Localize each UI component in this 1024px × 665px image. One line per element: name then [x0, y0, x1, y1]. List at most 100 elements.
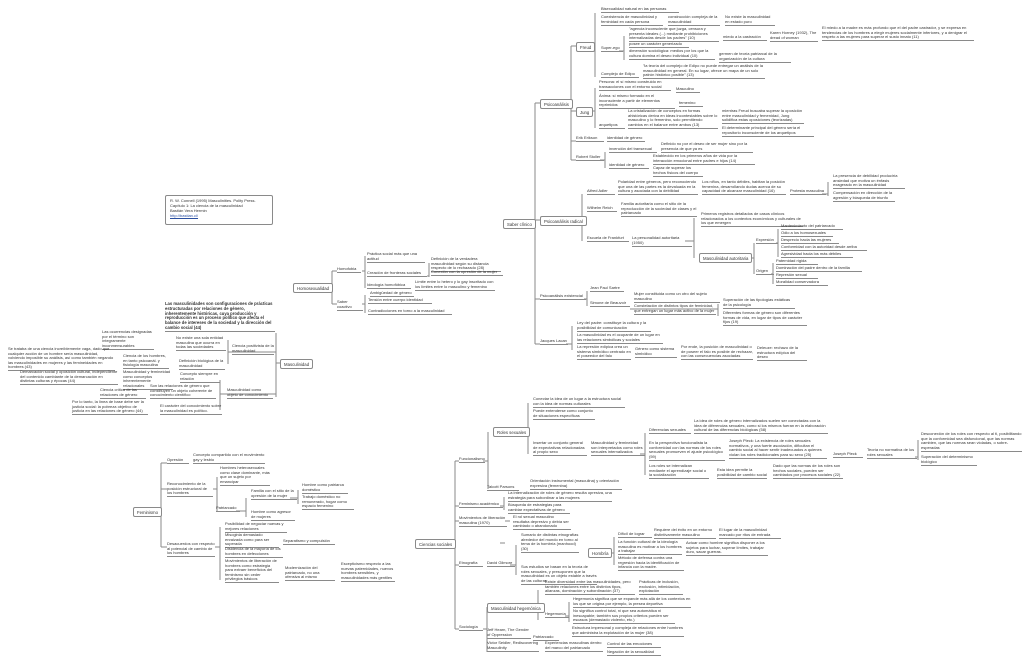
node-feminismo-academico: Feminismo académico — [459, 501, 503, 509]
node-definicion-biologica: Definición biológica de la masculinidad — [179, 358, 225, 370]
node-saber-coactivo: Saber coactivo — [337, 299, 363, 311]
node-expresion-item: Desprecio hacia las mujeres — [781, 237, 839, 245]
node-conectar: Conectar la idea de un lugar a la estruc… — [533, 396, 625, 408]
node-expresion-item: Odio a los homosexuales — [781, 230, 833, 238]
topic-masculinidad-hegemonica[interactable]: Masculinidad hegemónica — [487, 603, 545, 613]
node-control-emociones: Control de las emociones — [607, 641, 661, 649]
node-ninos: Los niños, en tanto débiles, habitan la … — [702, 179, 786, 196]
node-diferencias-sexuales: Diferencias sexuales — [649, 427, 691, 435]
node-experiencias: Experiencias masculinas dentro del marco… — [545, 640, 603, 652]
node-relacionales: Masculinidad y femineidad como conceptos… — [123, 369, 173, 390]
topic-psicoanalisis-radical[interactable]: Psicoanálisis radical — [540, 216, 587, 226]
node-victor-seidler: Victor Seidler, Rediscovering Masculinit… — [487, 640, 539, 652]
node-femenino: femenino — [679, 100, 703, 108]
node-defensa: Método de defensa contra una regresión h… — [618, 555, 684, 572]
node-familia-opresion: Familia con el sitio de la opresión de l… — [251, 488, 297, 500]
node-hombres-hetero: Hombres heterosexuales como clase domina… — [220, 465, 270, 486]
topic-masculinidad-autoritaria[interactable]: Masculinidad autoritaria — [699, 253, 753, 263]
node-miedo-madre: El miedo a la madre es más profundo que … — [822, 25, 974, 42]
node-orientacion: Orientación instrumental (masculina) y o… — [530, 478, 622, 490]
node-funcionalismo: Funcionalismo — [459, 456, 485, 464]
node-limite: Límite entre lo hetero y lo gay inscrita… — [415, 279, 495, 291]
topic-jung[interactable]: Jung — [576, 107, 594, 117]
topic-masculinidad[interactable]: Masculinidad — [280, 359, 314, 369]
node-mujer-otro: Mujer constituida como un otro del sujet… — [634, 291, 720, 303]
node-masculino: Masculino — [676, 86, 700, 94]
topic-freud[interactable]: Freud — [576, 42, 596, 52]
node-diferentes-formas: Diferentes formas de género son diferent… — [723, 310, 807, 327]
node-negacion-sexualidad: Negación de la sexualidad — [607, 649, 661, 657]
topic-roles-sexuales[interactable]: Roles sexuales — [493, 427, 531, 437]
node-funcion-cultural: La función cultural de la ideología masc… — [618, 539, 682, 556]
node-por-ende: Por ende, la posición de masculinidad o … — [681, 344, 753, 361]
node-conexion: Conexión con la opresión de la mujer — [431, 269, 503, 277]
node-idea-roles: La idea de roles de género internalizado… — [694, 418, 828, 435]
node-germen: germen de teoría patriarcal de la organi… — [719, 51, 791, 63]
node-demarcacion: Demarcación social y oposición cultural,… — [20, 369, 118, 386]
node-cambio-social: Esta idea permite la posibilidad de camb… — [717, 467, 767, 479]
node-modernizacion: Modernización del patriarcado, no una of… — [285, 565, 335, 582]
topic-homosexualidad[interactable]: Homosexualidad — [293, 283, 334, 293]
node-establecido: Establecido en los primeros años de vida… — [653, 153, 755, 165]
node-persona: Persona: el sí mismo construido en trans… — [599, 79, 671, 91]
node-expresion-item: Conformidad con la autoridad desde arrib… — [781, 244, 867, 252]
node-agencia: "agencia inconsciente que juzga, censura… — [629, 26, 719, 43]
author-name: Bastián Vera Hermin — [170, 208, 207, 213]
node-dimension: dimensión sociológica: medios por los qu… — [629, 48, 715, 60]
node-caracter-politico: El carácter del conocimiento sobre la ma… — [160, 403, 222, 415]
node-justicia: Por lo tanto, la línea de base debe ser … — [72, 399, 148, 416]
node-ciencia-hombres: Ciencia de los hombres, en tanto psicoan… — [123, 353, 169, 370]
masculinity-definition: Las masculinidades son configuraciones d… — [165, 301, 275, 332]
source-citation: R. W. Connell (1995) Masculinities. Poli… — [170, 198, 256, 203]
node-homofobia: Homofobia — [337, 266, 361, 274]
node-contradicciones: Contradicciones en torno a la masculinid… — [368, 308, 452, 316]
node-complejo-edipo: Complejo de Edipo — [601, 71, 639, 79]
node-desconexion: Desconexión de los roles con respecto al… — [921, 431, 1022, 452]
node-patriarcado: Patriarcado — [216, 505, 240, 513]
node-ritos: El lugar de la masculinidad marcado por … — [719, 527, 781, 539]
node-objeto-conocimiento: Masculinidad como objeto de conocimiento — [227, 387, 273, 399]
node-miedo-castracion: miedo a la castración — [723, 34, 767, 42]
topic-saber-clinico[interactable]: Saber clínico — [503, 219, 536, 229]
topic-psicoanalisis[interactable]: Psicoanálisis — [540, 99, 573, 109]
node-generizado: posee un carácter generizado — [629, 41, 689, 49]
node-patriarca-domestico: Hombre como patriarca doméstico — [302, 482, 348, 494]
node-funcionalista: En la perspectiva funcionalista la confo… — [649, 440, 725, 461]
node-insertar: Insertar un conjunto general de expectat… — [533, 440, 587, 457]
node-capaz: Capaz de superar los hechos físicos del … — [653, 165, 703, 177]
node-tension: Tensión entre cuerpo identidad — [368, 297, 432, 305]
node-negociar: Posibilidad de negociar nuevas y mejores… — [225, 521, 287, 533]
node-no-puro: No existe la masculinidad en estado puro — [725, 14, 775, 26]
node-presencia: La presencia de debilidad produciría ans… — [833, 173, 905, 190]
node-requiere: Requiere del éxito en un entorno distint… — [654, 527, 716, 539]
source-info-box: R. W. Connell (1995) Masculinities. Poli… — [165, 195, 273, 225]
node-internalizacion: La internalización de roles de género re… — [508, 490, 612, 502]
node-coexistencia: Coexistencia de masculinidad y feminidad… — [601, 14, 663, 26]
node-superacion-tipologias: Superación de las tipologías estáticas d… — [723, 297, 795, 309]
chapter-title: Capítulo 1: La ciencia de la masculinida… — [170, 203, 243, 208]
node-super-ego: Super-ego — [601, 45, 623, 53]
node-personalidad-autoritaria: La personalidad autoritaria (1950) — [632, 235, 692, 247]
node-patriarcado-hearn: Patriarcado — [533, 634, 559, 642]
topic-feminismo[interactable]: Feminismo — [133, 507, 163, 517]
node-joseph-pleck: Joseph Pleck — [833, 451, 863, 459]
author-link[interactable]: http://bastian.cl/ — [170, 213, 199, 218]
node-mientras-freud: mientras Freud buscaba superar la oposic… — [722, 108, 804, 125]
topic-ciencias-sociales[interactable]: Ciencias sociales — [415, 539, 457, 549]
node-transexual: invención del transexual — [609, 146, 657, 154]
node-concepto-relacion: Concepto siempre en relación — [180, 371, 220, 383]
node-identidad-erikson: identidad de género — [607, 135, 645, 143]
node-sartre: Jean Paul Sartre — [590, 285, 624, 293]
node-diversidad: Existe diversidad entre las masculinidad… — [545, 579, 635, 596]
node-karen-horney: Karen Horney (1932), The dread of woman — [770, 30, 818, 42]
node-ciencia-positivista: Ciencia positivista de la masculinidad — [232, 343, 274, 355]
node-origen-item: Dominación del padre dentro de la famili… — [776, 265, 862, 273]
node-ley-padre: Ley del padre: constituye la cultura y l… — [577, 320, 651, 332]
node-teoria-no-normativa: Teoría no normativa de los roles sexuale… — [867, 447, 917, 459]
node-beauvoir: Simone de Beauvoir — [590, 300, 630, 308]
node-protesta: Protesta masculina — [790, 188, 826, 196]
node-determinante: El determinante principal del género ser… — [722, 125, 814, 137]
topic-hombria[interactable]: Hombría — [588, 548, 613, 558]
node-jacques-lacan: Jacques Lacan — [540, 338, 568, 346]
node-alfred-adler: Alfred Adler — [587, 188, 615, 196]
